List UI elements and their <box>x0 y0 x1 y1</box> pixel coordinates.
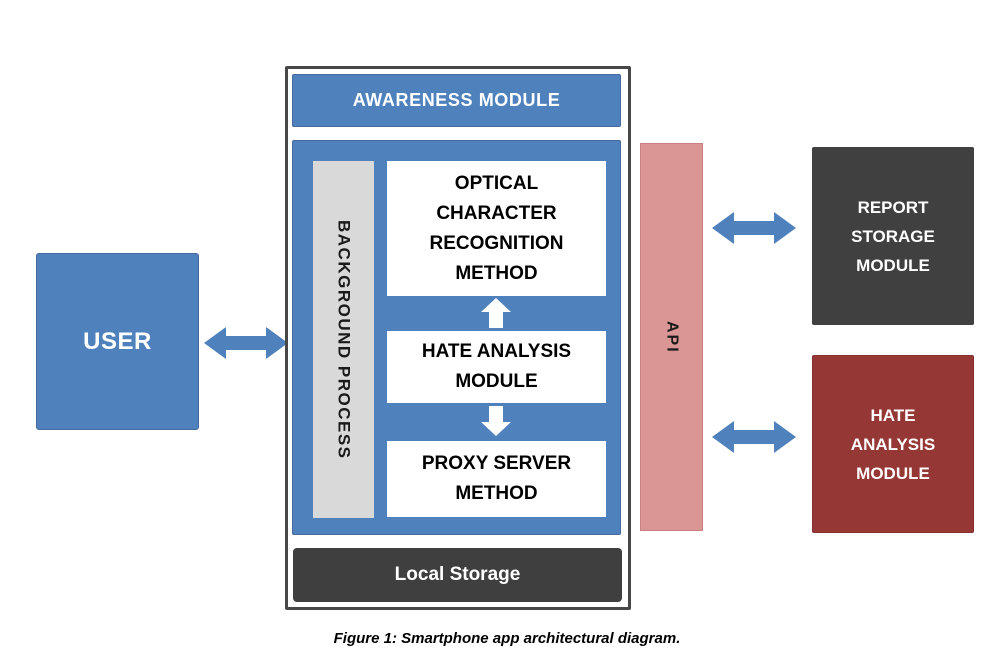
ocr-method-node: OPTICAL CHARACTER RECOGNITION METHOD <box>387 161 606 296</box>
api-node: API <box>640 143 703 531</box>
background-process-label: BACKGROUND PROCESS <box>334 219 354 460</box>
hate-analysis-internal-node: HATE ANALYSIS MODULE <box>387 331 606 403</box>
user-node: USER <box>36 253 199 430</box>
api-label: API <box>663 320 681 354</box>
arrow-up-icon <box>481 298 511 328</box>
figure-caption: Figure 1: Smartphone app architectural d… <box>333 630 681 647</box>
hate-analysis-external-node: HATE ANALYSIS MODULE <box>812 355 974 533</box>
smartphone-app-container: AWARENESS MODULE BACKGROUND PROCESS OPTI… <box>285 66 631 610</box>
awareness-module-header: AWARENESS MODULE <box>292 74 621 127</box>
hate-analysis-external-label: HATE ANALYSIS MODULE <box>850 405 936 483</box>
api-hate-analysis-arrow-icon <box>712 417 796 457</box>
api-report-storage-arrow-icon <box>712 208 796 248</box>
arrow-down-icon <box>481 406 511 436</box>
hate-analysis-internal-label: HATE ANALYSIS MODULE <box>421 341 572 392</box>
local-storage-label: Local Storage <box>394 564 521 585</box>
report-storage-module-node: REPORT STORAGE MODULE <box>812 147 974 325</box>
ocr-method-label: OPTICAL CHARACTER RECOGNITION METHOD <box>429 172 564 284</box>
proxy-server-method-label: PROXY SERVER METHOD <box>421 453 572 504</box>
report-storage-module-label: REPORT STORAGE MODULE <box>851 197 935 275</box>
user-label: USER <box>83 327 152 355</box>
user-awareness-arrow-icon <box>204 323 288 363</box>
awareness-module-body: BACKGROUND PROCESS OPTICAL CHARACTER REC… <box>292 140 621 535</box>
awareness-module-title: AWARENESS MODULE <box>352 90 561 110</box>
local-storage-node: Local Storage <box>293 548 622 602</box>
background-process-node: BACKGROUND PROCESS <box>313 161 374 518</box>
proxy-server-method-node: PROXY SERVER METHOD <box>387 441 606 517</box>
